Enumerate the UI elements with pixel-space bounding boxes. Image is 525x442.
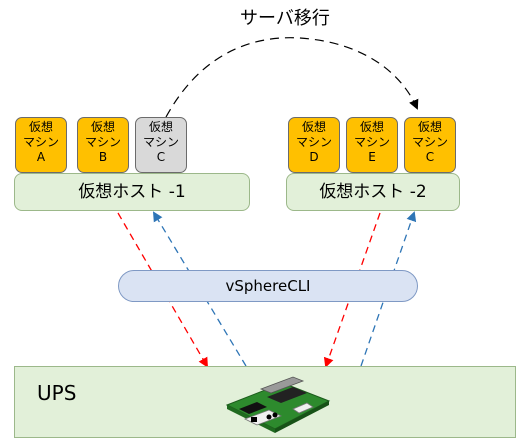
notify-arrow-host2 (360, 211, 417, 367)
vm-a-line1: 仮想 (28, 120, 53, 134)
vm-b-line2: マシン (84, 135, 121, 149)
vm-e: 仮想 マシン E (346, 117, 398, 173)
vm-c-target-line3: C (425, 150, 435, 164)
migration-arrow (165, 37, 419, 118)
migration-label: サーバ移行 (240, 8, 330, 29)
vm-c-source: 仮想 マシン C (135, 117, 187, 173)
vm-d-line3: D (309, 150, 319, 164)
vm-e-line2: マシン (353, 135, 390, 149)
vm-d: 仮想 マシン D (288, 117, 340, 173)
vm-d-line2: マシン (295, 135, 332, 149)
vm-e-line3: E (368, 150, 376, 164)
vm-c-target-line2: マシン (411, 135, 448, 149)
shutdown-arrow-host2 (323, 212, 381, 368)
vm-c-source-line2: マシン (142, 135, 179, 149)
vm-a-line2: マシン (22, 135, 59, 149)
vm-c-target-line1: 仮想 (417, 120, 442, 134)
vm-c-source-line3: C (156, 150, 166, 164)
vm-b: 仮想 マシン B (77, 117, 129, 173)
vm-c-target: 仮想 マシン C (404, 117, 456, 173)
vsphere-cli: vSphereCLI (118, 270, 418, 302)
vm-a-line3: A (36, 150, 46, 164)
vm-b-line3: B (98, 150, 108, 164)
virtual-host-2: 仮想ホスト -2 (286, 173, 460, 211)
ups-box: UPS (14, 366, 516, 438)
vm-b-line1: 仮想 (90, 120, 115, 134)
virtual-host-1: 仮想ホスト -1 (14, 173, 250, 211)
ups-label: UPS (37, 381, 77, 405)
vm-d-line1: 仮想 (301, 120, 326, 134)
vm-a: 仮想 マシン A (15, 117, 67, 173)
vm-e-line1: 仮想 (359, 120, 384, 134)
network-card-icon (225, 376, 331, 433)
vm-c-source-line1: 仮想 (148, 120, 173, 134)
